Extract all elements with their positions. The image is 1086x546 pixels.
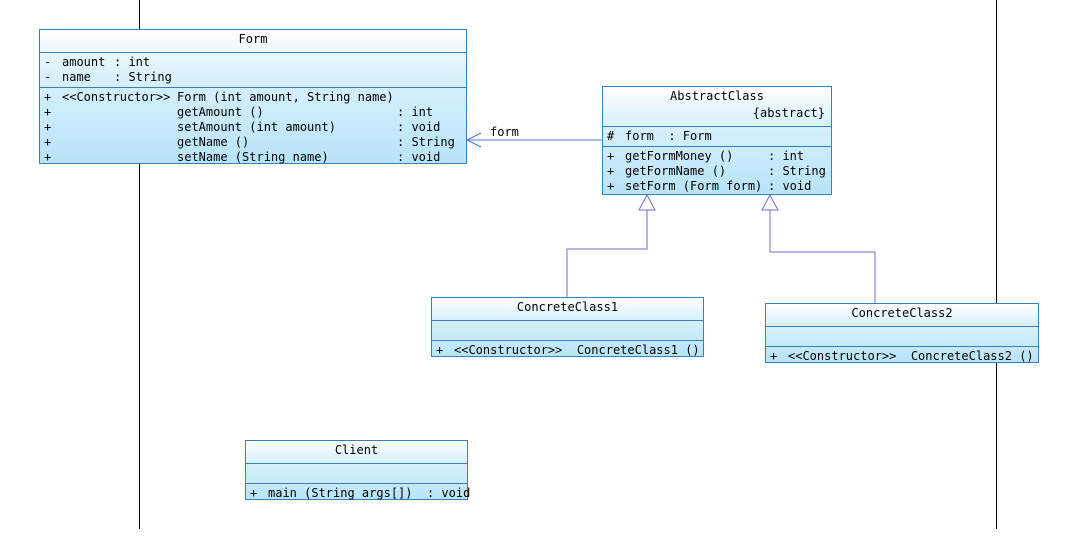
attributes-section: # form : Form — [603, 126, 831, 146]
operation-row: + setForm (Form form) : void — [607, 179, 812, 193]
association-label: form — [490, 125, 519, 139]
operation-row: + getAmount () : int — [44, 105, 434, 119]
attribute-row: - name : String — [44, 70, 172, 84]
operation-row: + <<Constructor>> Form (int amount, Stri… — [44, 90, 394, 104]
swimlane-divider-right — [996, 0, 997, 529]
operation-row: + <<Constructor>> ConcreteClass2 () — [770, 349, 1034, 363]
operation-row: + getFormMoney () : int — [607, 149, 805, 163]
generalization-arrowhead-2 — [761, 193, 779, 211]
class-client[interactable]: Client + main (String args[]) : void — [245, 440, 471, 501]
swimlane-divider-left — [139, 0, 140, 529]
attribute-row: - amount : int — [44, 55, 151, 69]
operation-row: + setAmount (int amount) : void — [44, 120, 441, 134]
attributes-section — [432, 320, 703, 340]
connectors: form — [465, 125, 876, 304]
operations-section: + main (String args[]) : void — [246, 483, 471, 501]
generalization-line-2 — [769, 210, 876, 304]
generalization-arrowhead-1 — [638, 193, 656, 211]
operations-section: + getFormMoney () : int + getFormName ()… — [603, 146, 831, 194]
class-concrete-class-2[interactable]: ConcreteClass2 + <<Constructor>> Concret… — [765, 303, 1039, 363]
operation-row: + setName (String name) : void — [44, 150, 441, 164]
operation-row: + <<Constructor>> ConcreteClass1 () — [436, 343, 700, 357]
association-arrowhead — [465, 132, 482, 148]
class-name: AbstractClass — [670, 89, 764, 103]
operations-section: + <<Constructor>> ConcreteClass2 () — [766, 346, 1038, 364]
generalization-line-1 — [566, 210, 648, 298]
attributes-section — [246, 463, 467, 483]
operation-row: + main (String args[]) : void — [250, 486, 471, 500]
class-abstract-class[interactable]: AbstractClass {abstract} # form : Form +… — [602, 86, 832, 195]
class-concrete-class-1[interactable]: ConcreteClass1 + <<Constructor>> Concret… — [431, 297, 704, 357]
class-name: Form — [238, 32, 268, 46]
class-name: ConcreteClass1 — [516, 300, 619, 314]
operations-section: + <<Constructor>> Form (int amount, Stri… — [40, 87, 466, 165]
abstract-tag: {abstract} — [752, 106, 825, 120]
attributes-section — [766, 326, 1038, 346]
attribute-row: # form : Form — [607, 129, 712, 143]
class-name: Client — [334, 443, 379, 457]
class-name: ConcreteClass2 — [851, 306, 953, 320]
operation-row: + getName () : String — [44, 135, 455, 149]
class-form[interactable]: Form - amount : int - name : String + <<… — [39, 29, 467, 164]
operation-row: + getFormName () : String — [607, 164, 826, 178]
operations-section: + <<Constructor>> ConcreteClass1 () — [432, 340, 703, 358]
attributes-section: - amount : int - name : String — [40, 52, 466, 87]
